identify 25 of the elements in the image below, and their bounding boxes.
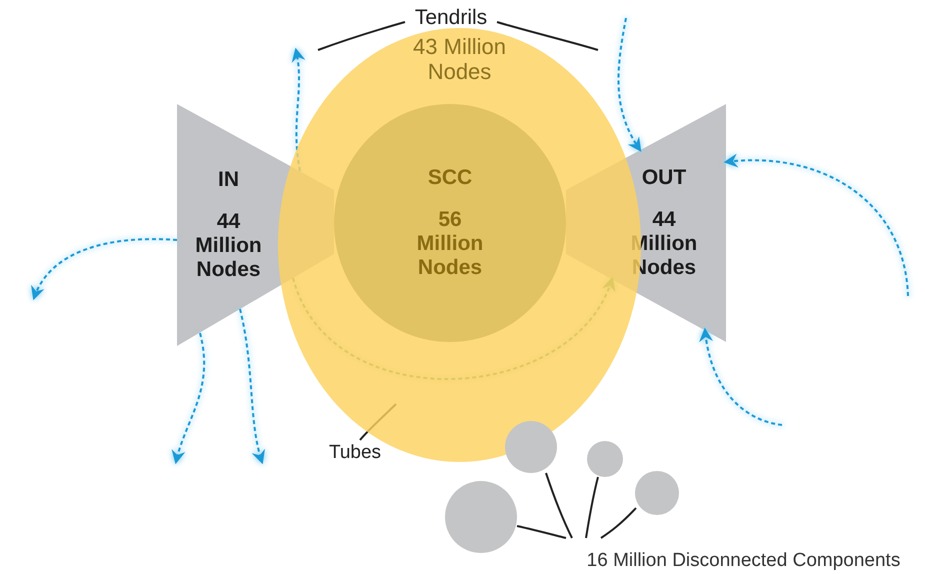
- component-circle: [587, 441, 623, 477]
- leader-line: [545, 472, 573, 538]
- leader-line: [600, 507, 637, 539]
- leader-line: [516, 525, 566, 539]
- arrow: [724, 154, 909, 296]
- region-label: 16 Million Disconnected Components: [586, 550, 900, 572]
- arrow: [700, 328, 782, 426]
- node-count: 44 Million Nodes: [630, 208, 698, 280]
- node-count: 43 Million Nodes: [412, 34, 507, 85]
- arrow: [618, 18, 642, 152]
- node-count: 56 Million Nodes: [416, 208, 484, 280]
- arrow: [239, 308, 266, 464]
- region-label: Tendrils: [414, 6, 488, 30]
- component-name: OUT: [642, 166, 686, 190]
- region-label: Tubes: [328, 442, 382, 464]
- leader-line: [318, 21, 406, 51]
- arrow: [32, 238, 178, 300]
- node-count: 44 Million Nodes: [194, 210, 263, 282]
- component-name: SCC: [428, 166, 472, 190]
- component-name: IN: [218, 168, 239, 192]
- leader-line: [496, 21, 598, 51]
- arrow: [172, 332, 206, 464]
- component-circle: [505, 421, 557, 473]
- component-circle: [635, 471, 679, 515]
- leader-line: [585, 476, 599, 538]
